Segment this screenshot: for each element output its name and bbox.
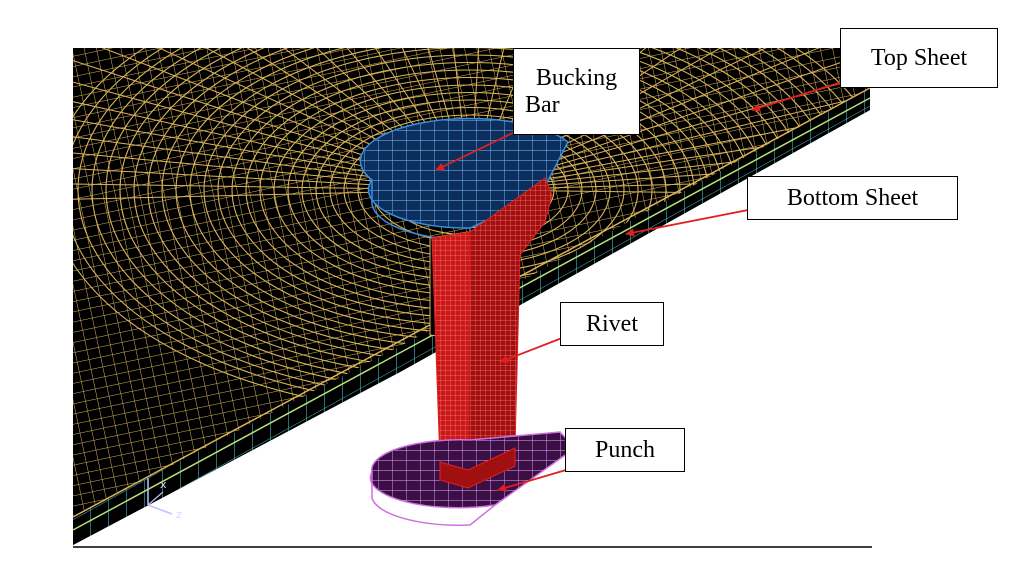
callout-arrows bbox=[435, 81, 843, 492]
mesh-radial-line bbox=[469, 165, 870, 191]
mesh-radial-line bbox=[469, 48, 870, 191]
mesh-radial-line bbox=[73, 48, 471, 191]
arrow-top-sheet bbox=[751, 81, 843, 112]
mesh-radial-line bbox=[73, 48, 471, 191]
mesh-radial-line bbox=[73, 107, 471, 191]
mesh-radial-line bbox=[73, 48, 471, 191]
label-bucking-bar: Bucking Bar bbox=[513, 48, 640, 135]
mesh-radial-line bbox=[73, 48, 471, 191]
label-punch-text: Punch bbox=[595, 436, 655, 463]
label-bucking-bar-line2: Bar bbox=[525, 91, 560, 118]
label-bottom-sheet-text: Bottom Sheet bbox=[786, 184, 919, 211]
arrow-rivet bbox=[499, 337, 563, 363]
mesh-radial-line bbox=[469, 48, 870, 191]
axis-z-label: z bbox=[176, 508, 182, 521]
punch-mesh bbox=[369, 431, 577, 526]
mesh-radial-line bbox=[469, 189, 870, 201]
mesh-radial-line bbox=[73, 48, 471, 191]
label-punch: Punch bbox=[565, 428, 685, 472]
axis-x-label: x bbox=[160, 478, 167, 491]
label-rivet: Rivet bbox=[560, 302, 664, 346]
mesh-radial-line bbox=[73, 189, 471, 212]
label-top-sheet-text: Top Sheet bbox=[870, 44, 968, 71]
arrow-punch bbox=[497, 469, 567, 492]
mesh-radial-line bbox=[469, 48, 870, 191]
label-bottom-sheet: Bottom Sheet bbox=[747, 176, 958, 220]
axis-triad bbox=[147, 478, 173, 515]
mesh-radial-line bbox=[73, 48, 471, 191]
mesh-radial-line bbox=[73, 48, 471, 191]
mesh-radial-line bbox=[469, 130, 870, 191]
label-rivet-text: Rivet bbox=[586, 310, 638, 337]
mesh-radial-line bbox=[73, 175, 471, 191]
mesh-radial-line bbox=[469, 96, 870, 191]
mesh-radial-line bbox=[469, 48, 870, 191]
arrow-bottom-sheet bbox=[625, 209, 749, 237]
mesh-radial-line bbox=[469, 48, 870, 191]
mesh-radial-line bbox=[73, 141, 471, 191]
label-bucking-bar-line1: Bucking bbox=[535, 64, 618, 91]
mesh-radial-line bbox=[73, 73, 471, 191]
mesh-radial-line bbox=[73, 48, 471, 191]
rivet-mesh bbox=[431, 177, 553, 471]
mesh-radial-line bbox=[469, 63, 870, 191]
label-top-sheet: Top Sheet bbox=[840, 28, 998, 88]
